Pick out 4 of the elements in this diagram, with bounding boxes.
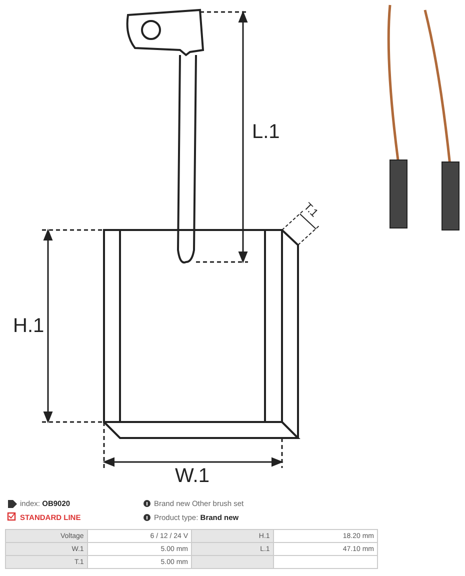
- dimension-label: W.1: [175, 466, 210, 486]
- dimension-label: T.1: [301, 201, 320, 220]
- dimension-label: H.1: [13, 316, 44, 336]
- dimension-label: L.1: [252, 122, 280, 142]
